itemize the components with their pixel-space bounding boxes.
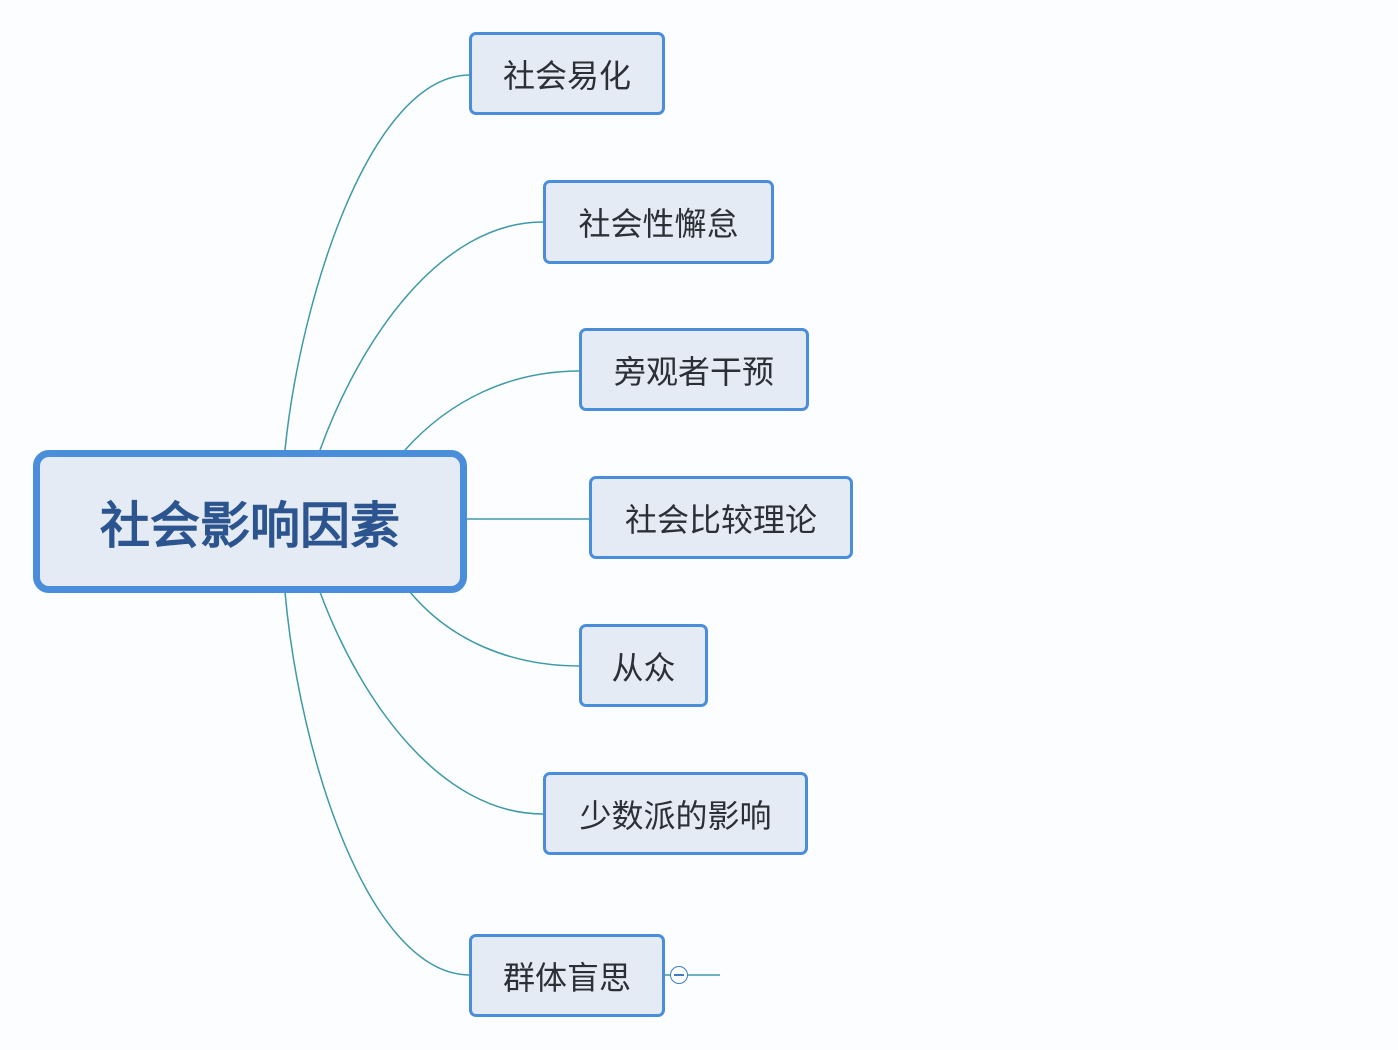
root-topic[interactable]: 社会影响因素 bbox=[33, 450, 467, 593]
branch-topic-2[interactable]: 旁观者干预 bbox=[579, 328, 809, 411]
branch-topic-6[interactable]: 群体盲思 bbox=[469, 934, 665, 1017]
branch-topic-1[interactable]: 社会性懈怠 bbox=[543, 180, 774, 264]
connector-line-5 bbox=[319, 591, 544, 815]
connector-line-4 bbox=[409, 591, 581, 667]
branch-topic-4[interactable]: 从众 bbox=[579, 624, 708, 707]
connector-line-0 bbox=[284, 74, 471, 451]
branch-topic-0[interactable]: 社会易化 bbox=[469, 32, 665, 115]
connector-line-6 bbox=[284, 591, 471, 976]
minus-circle-icon[interactable] bbox=[670, 966, 688, 984]
connector-line-2 bbox=[404, 370, 581, 451]
branch-topic-5[interactable]: 少数派的影响 bbox=[543, 772, 808, 855]
connector-line-1 bbox=[319, 221, 544, 451]
branch-topic-3[interactable]: 社会比较理论 bbox=[589, 476, 853, 559]
